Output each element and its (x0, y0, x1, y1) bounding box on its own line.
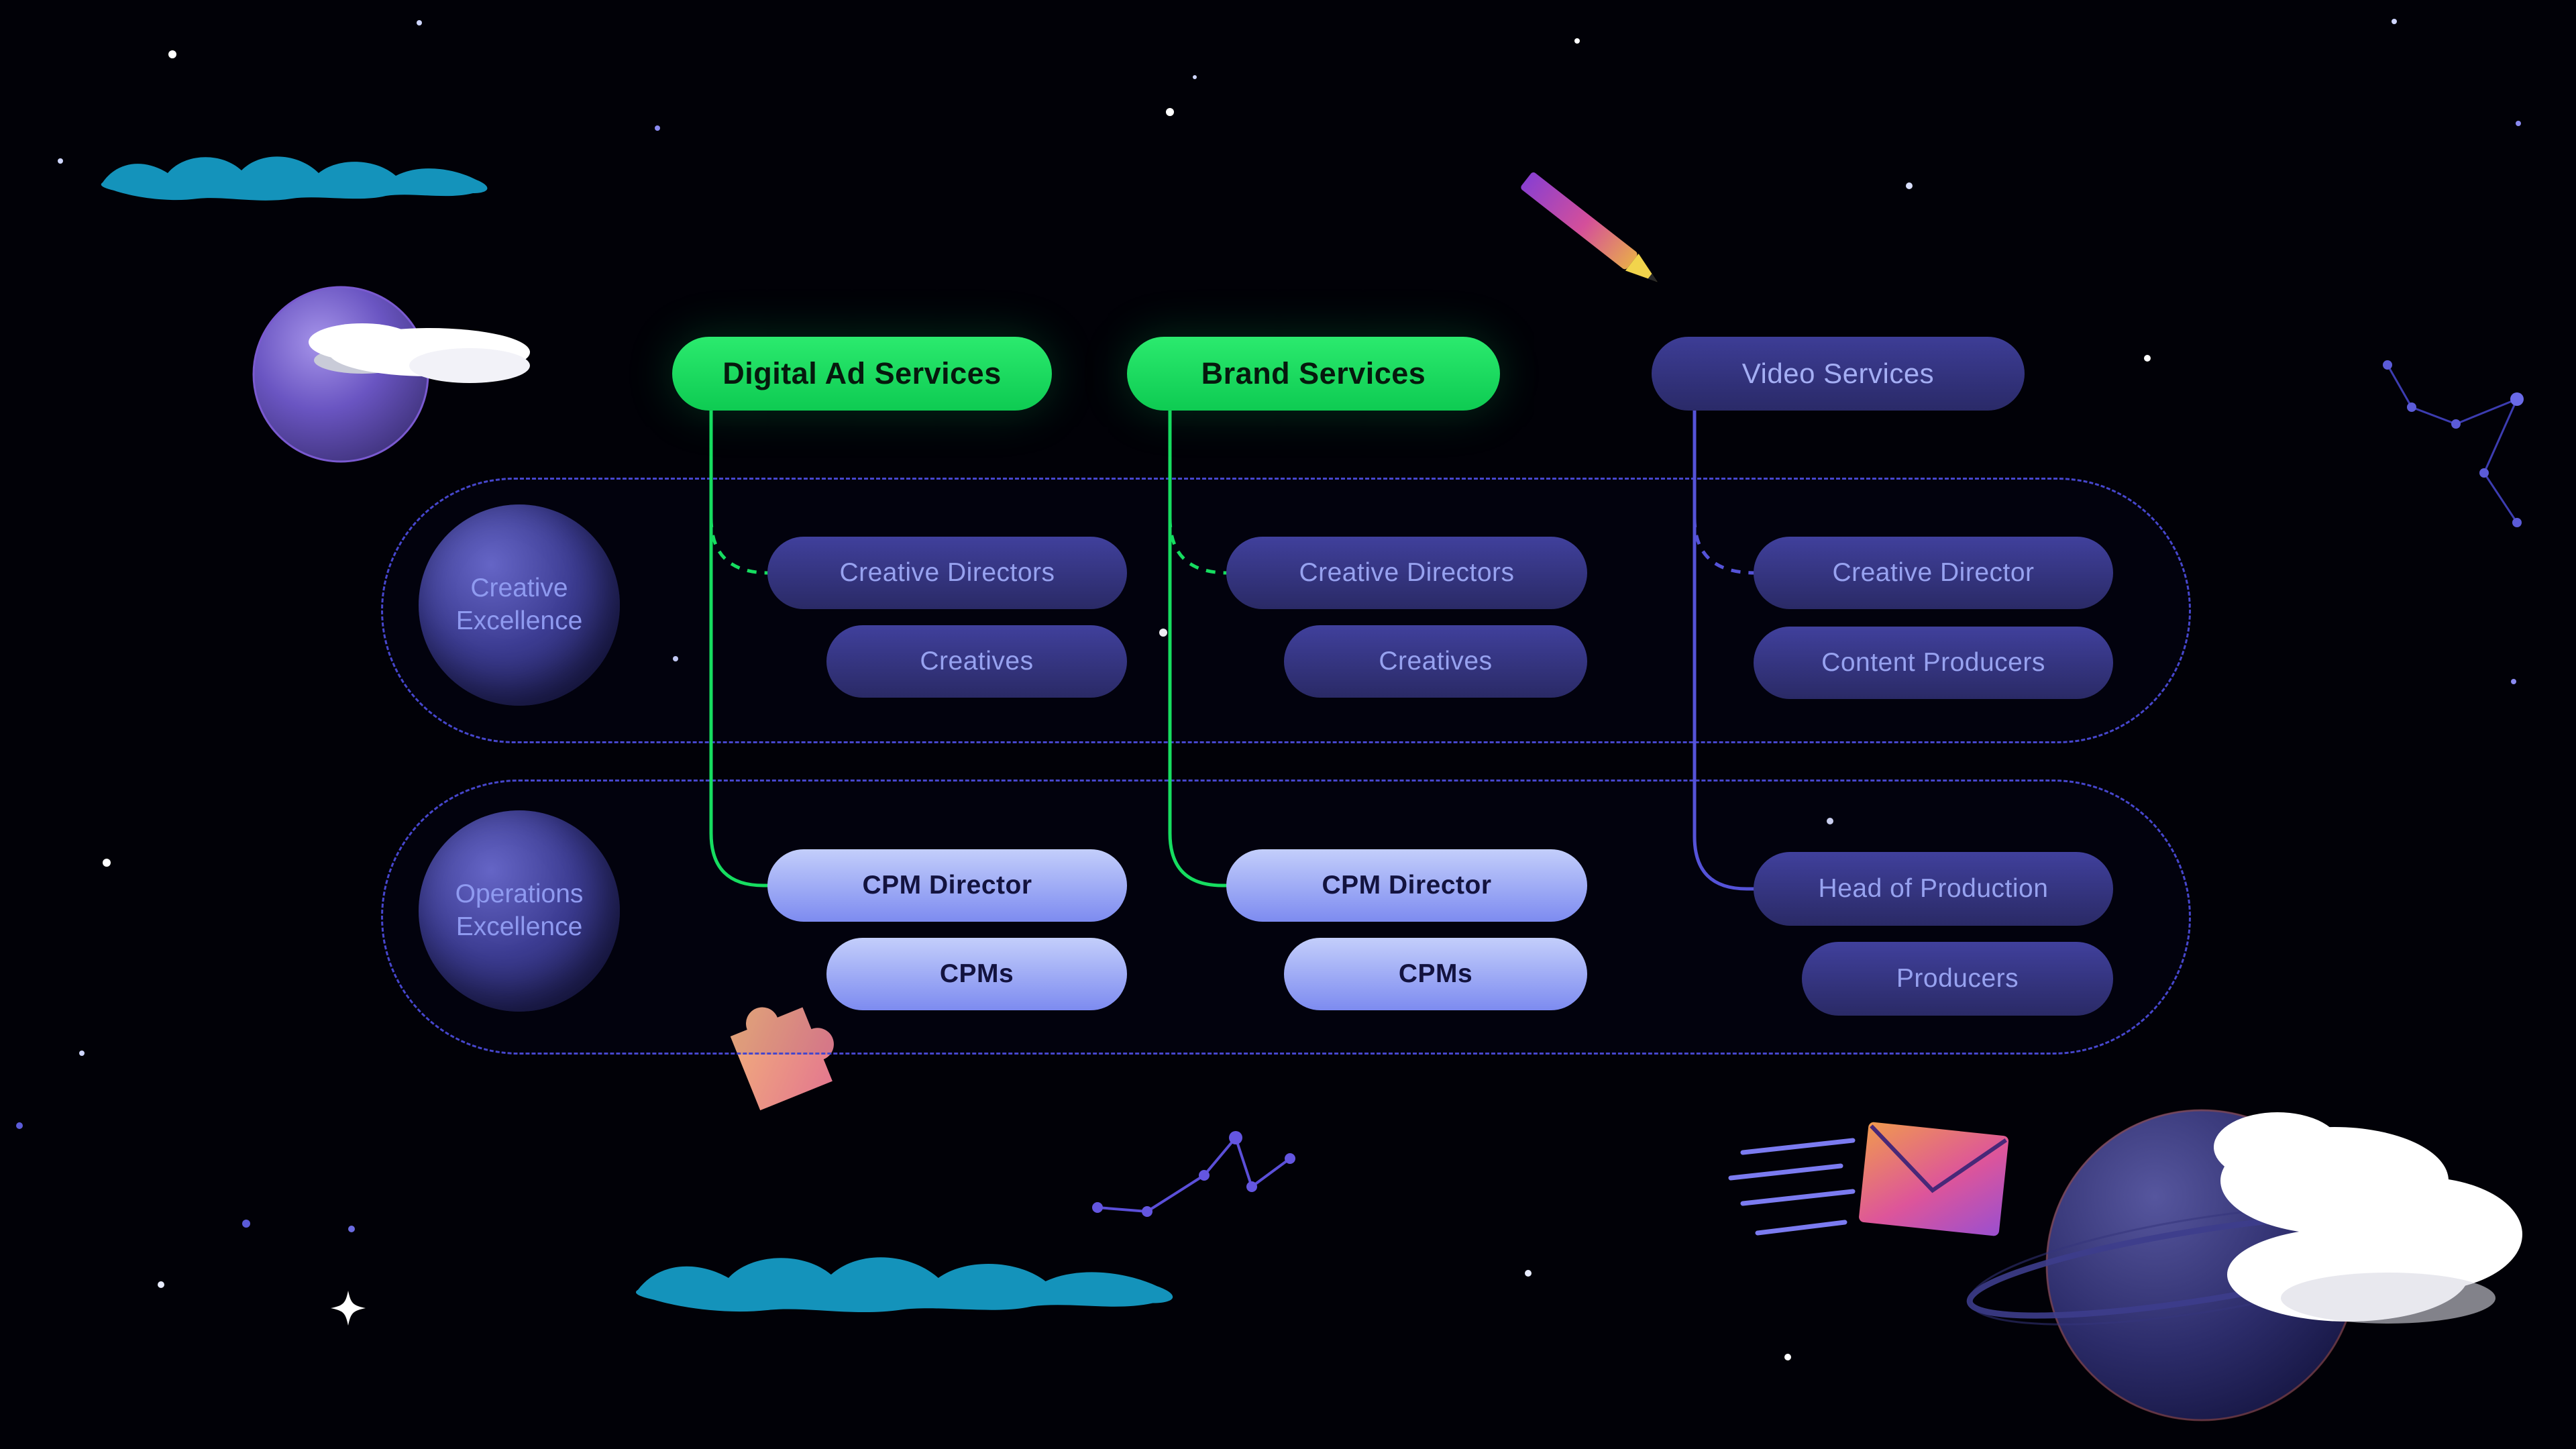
role-pill-brand-creative-directors: Creative Directors (1226, 537, 1587, 609)
service-pill-digital-ad-services: Digital Ad Services (672, 337, 1052, 411)
line-chart-constellation-icon (1092, 1131, 1295, 1217)
speed-lines-icon (1728, 1138, 1856, 1236)
envelope-icon (1859, 1122, 2009, 1236)
lane-creative-excellence (381, 478, 2191, 743)
role-pill-digital-creatives: Creatives (826, 625, 1127, 698)
planet-saturn-icon (1966, 1109, 2522, 1421)
sparkle-star-icon (331, 1291, 366, 1326)
planet-purple-icon (252, 286, 530, 463)
cloud-saturn-icon (2214, 1112, 2522, 1324)
sphere-creative-excellence: Creative Excellence (419, 504, 620, 706)
connector-video-services (1693, 411, 1756, 891)
sphere-operations-excellence: Operations Excellence (419, 810, 620, 1012)
service-pill-brand-services: Brand Services (1127, 337, 1500, 411)
role-pill-brand-creatives: Creatives (1284, 625, 1587, 698)
constellation-top-right-icon (2383, 360, 2524, 527)
connector-digital-ad-services (709, 411, 769, 888)
pencil-icon (1521, 172, 1658, 282)
role-pill-video-creative-director: Creative Director (1754, 537, 2113, 609)
role-pill-digital-creative-directors: Creative Directors (767, 537, 1127, 609)
role-pill-digital-cpms: CPMs (826, 938, 1127, 1010)
role-pill-brand-cpm-director: CPM Director (1226, 849, 1587, 922)
wave-cloud-top-left-icon (101, 156, 488, 201)
role-pill-video-producers: Producers (1802, 942, 2113, 1016)
role-pill-digital-cpm-director: CPM Director (767, 849, 1127, 922)
role-pill-brand-cpms: CPMs (1284, 938, 1587, 1010)
connector-brand-services (1168, 411, 1228, 888)
sphere-label: Operations Excellence (455, 879, 584, 941)
role-pill-video-head-of-production: Head of Production (1754, 852, 2113, 926)
sphere-label: Creative Excellence (455, 574, 583, 635)
wave-cloud-bottom-icon (635, 1257, 1173, 1313)
role-pill-video-content-producers: Content Producers (1754, 627, 2113, 699)
puzzle-piece-icon (730, 1007, 834, 1111)
service-pill-video-services: Video Services (1652, 337, 2025, 411)
